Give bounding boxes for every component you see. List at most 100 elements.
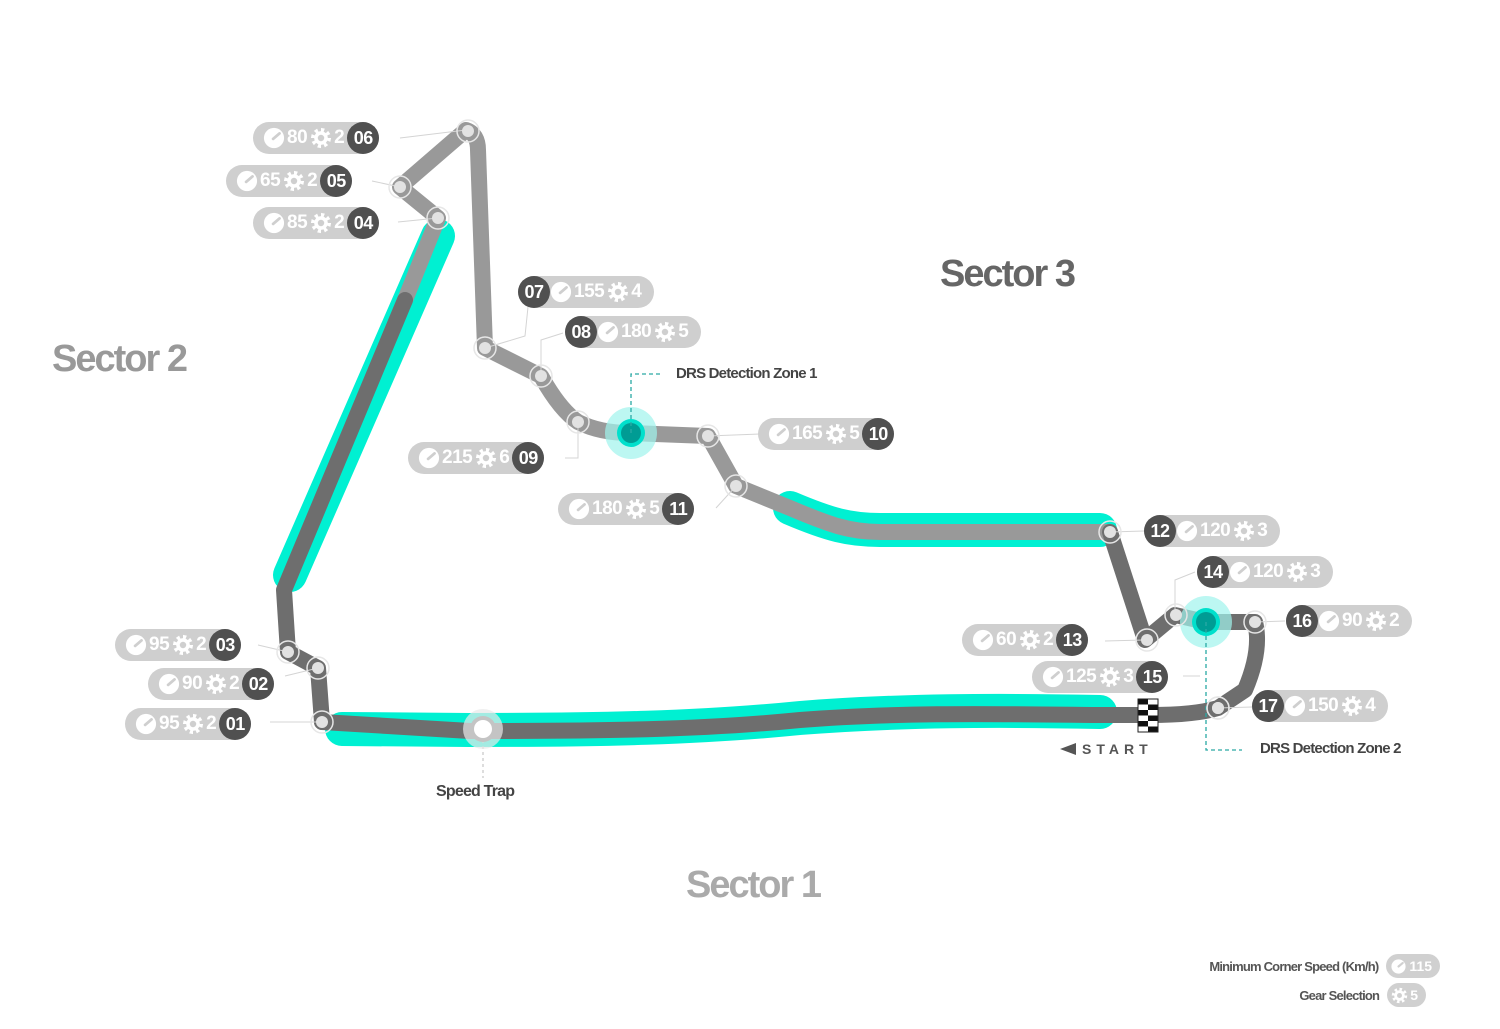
drs-zone-1-leader: [630, 373, 662, 433]
corner-gear: 2: [334, 127, 345, 148]
corner-number-badge: 02: [242, 668, 275, 700]
corner-number-badge: 10: [862, 418, 895, 450]
speedometer-icon: [1391, 958, 1406, 974]
corner-speed: 85: [287, 212, 308, 233]
corner-gear: 5: [649, 498, 660, 519]
gear-icon: [1366, 610, 1387, 632]
start-arrow-icon: [1060, 743, 1076, 755]
corner-node-06[interactable]: [456, 119, 480, 143]
corner-node-08[interactable]: [529, 364, 553, 388]
corner-speed: 165: [792, 423, 823, 444]
corner-node-03[interactable]: [276, 640, 300, 664]
sector-label-2: Sector 2: [52, 338, 188, 380]
speedometer-icon: [1176, 520, 1198, 542]
speedometer-icon: [550, 281, 572, 303]
speedometer-icon: [1229, 561, 1251, 583]
legend-speed-value: 115: [1409, 958, 1432, 974]
legend-speed-pill: 115: [1386, 954, 1440, 978]
corner-number-badge: 16: [1286, 605, 1318, 637]
gear-icon: [311, 127, 332, 149]
corner-node-16[interactable]: [1243, 610, 1267, 634]
corner-node-13[interactable]: [1135, 628, 1159, 652]
corner-number-badge: 17: [1252, 690, 1284, 722]
speedometer-icon: [135, 713, 157, 735]
speed-trap-label: Speed Trap: [436, 783, 515, 800]
legend-gear-label: Gear Selection: [1299, 987, 1380, 1003]
corner-gear: 5: [678, 321, 689, 342]
corner-node-07[interactable]: [473, 336, 497, 360]
corner-gear: 2: [334, 212, 345, 233]
gear-icon: [206, 673, 227, 695]
corner-gear: 3: [1310, 561, 1321, 582]
corner-number-badge: 01: [219, 708, 252, 740]
gear-icon: [655, 321, 676, 343]
legend-speed: Minimum Corner Speed (Km/h) 115: [1209, 954, 1440, 978]
gear-icon: [1100, 666, 1121, 688]
gear-icon: [1342, 695, 1363, 717]
corner-number-badge: 05: [320, 165, 353, 197]
corner-speed: 65: [260, 170, 281, 191]
gear-icon: [284, 170, 305, 192]
corner-speed: 60: [996, 629, 1017, 650]
speedometer-icon: [236, 170, 258, 192]
speedometer-icon: [158, 673, 180, 695]
corner-speed: 125: [1066, 666, 1097, 687]
corner-node-01[interactable]: [310, 710, 334, 734]
speedometer-icon: [263, 127, 285, 149]
corner-pill-14[interactable]: 14 120 3: [1197, 556, 1334, 588]
corner-node-02[interactable]: [306, 656, 330, 680]
drs-zone-2-leader: [1205, 622, 1242, 751]
speed-trap-marker[interactable]: [463, 709, 503, 749]
corner-node-14[interactable]: [1164, 603, 1188, 627]
gear-icon: [311, 212, 332, 234]
corner-node-10[interactable]: [696, 424, 720, 448]
legend-gear-pill: 5: [1387, 983, 1426, 1007]
gear-icon: [626, 498, 647, 520]
gear-icon: [183, 713, 204, 735]
drs-zone-1-label: DRS Detection Zone 1: [676, 365, 817, 382]
corner-speed: 80: [287, 127, 308, 148]
corner-node-05[interactable]: [388, 175, 412, 199]
corner-number-badge: 03: [209, 629, 242, 661]
corner-node-17[interactable]: [1206, 696, 1230, 720]
corner-speed: 95: [149, 634, 170, 655]
drs-zone-2-label: DRS Detection Zone 2: [1260, 740, 1401, 757]
corner-number-badge: 14: [1197, 556, 1229, 588]
corner-gear: 3: [1123, 666, 1134, 687]
speedometer-icon: [1042, 666, 1064, 688]
corner-number-badge: 13: [1056, 624, 1089, 656]
corner-node-11[interactable]: [724, 474, 748, 498]
corner-speed: 120: [1253, 561, 1284, 582]
corner-gear: 5: [849, 423, 860, 444]
corner-speed: 180: [592, 498, 623, 519]
corner-speed: 95: [159, 713, 180, 734]
corner-number-badge: 15: [1136, 661, 1169, 693]
corner-gear: 2: [229, 673, 240, 694]
corner-gear: 2: [1043, 629, 1054, 650]
corner-number-badge: 07: [518, 276, 550, 308]
corner-number-badge: 08: [565, 316, 597, 348]
legend-speed-label: Minimum Corner Speed (Km/h): [1209, 958, 1379, 974]
speedometer-icon: [568, 498, 590, 520]
corner-node-12[interactable]: [1098, 520, 1122, 544]
corner-gear: 2: [206, 713, 217, 734]
corner-node-09[interactable]: [566, 410, 590, 434]
corner-node-04[interactable]: [426, 206, 450, 230]
sector-label-3: Sector 3: [940, 253, 1076, 295]
